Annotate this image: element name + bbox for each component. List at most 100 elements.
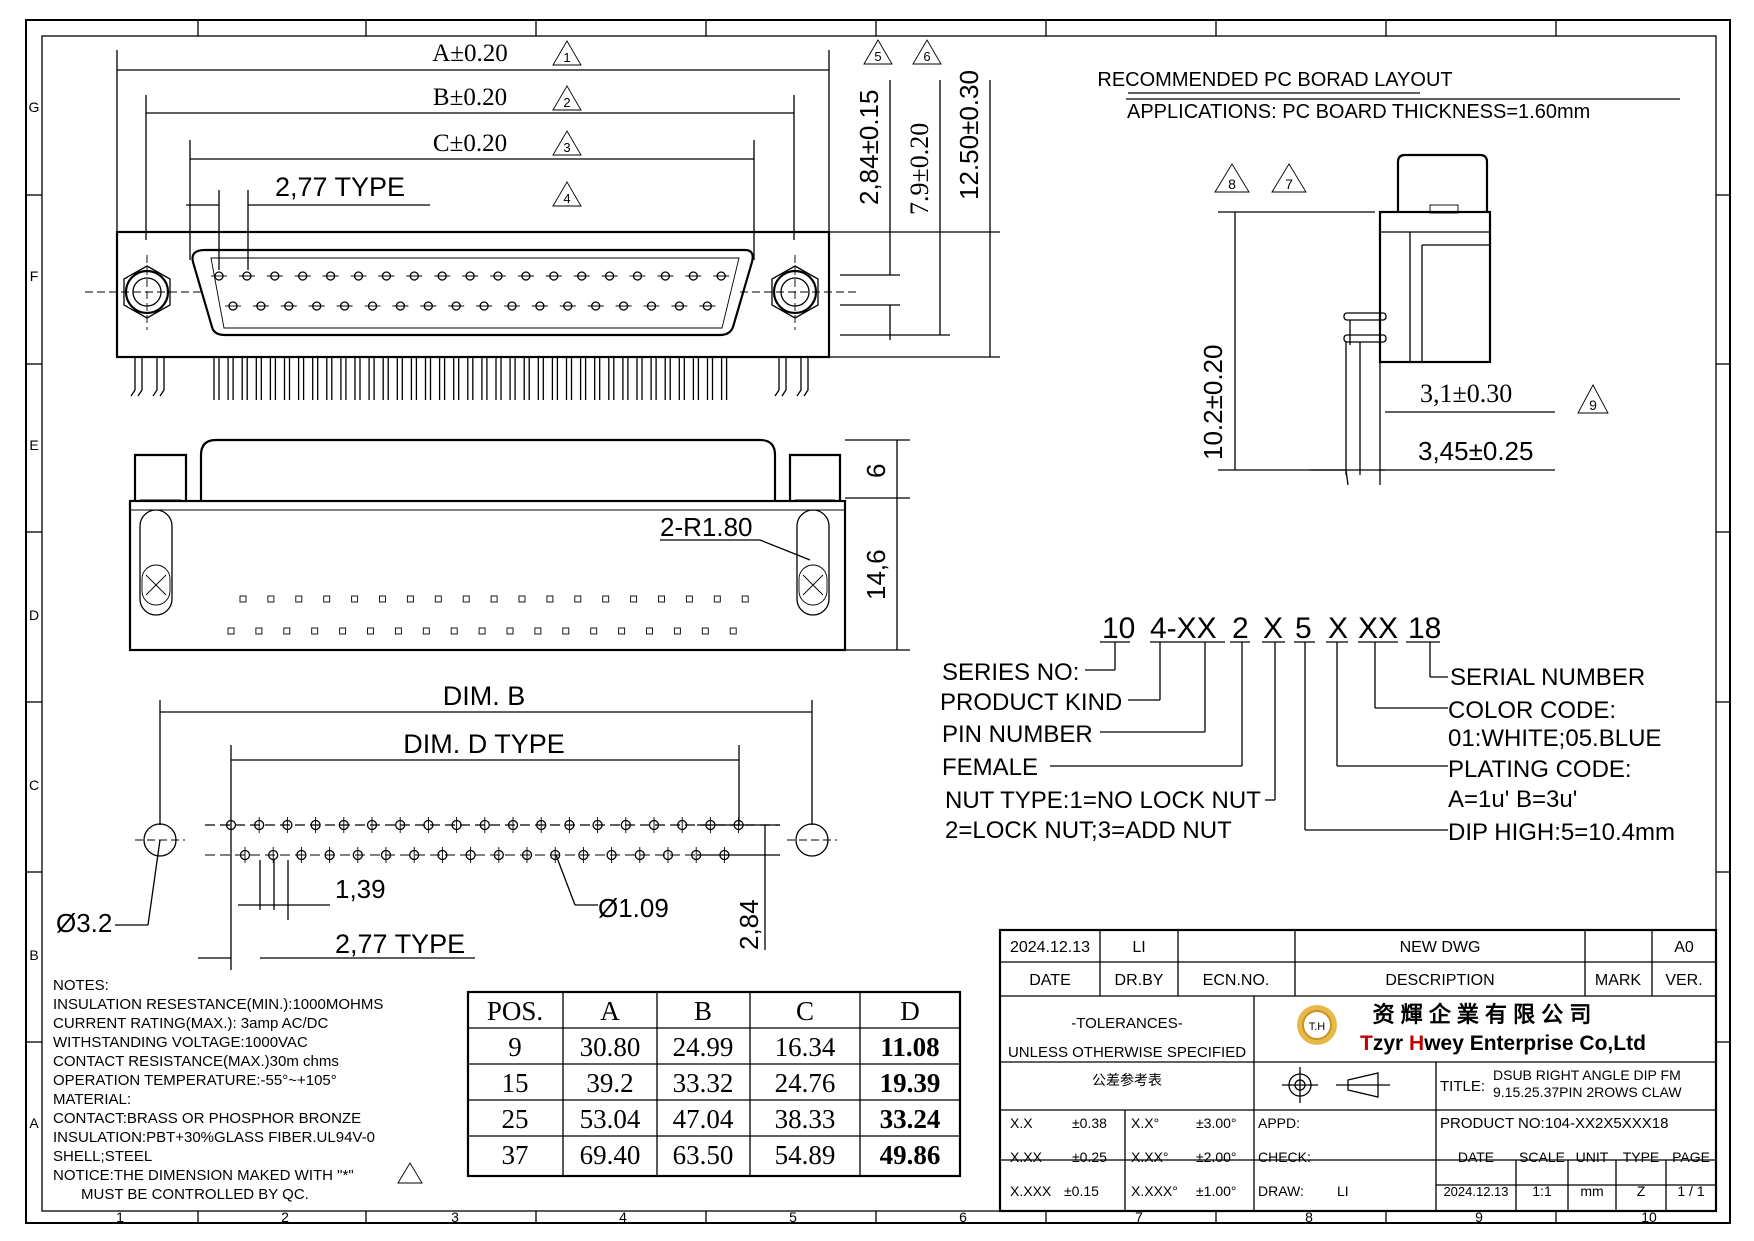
table-cell: 19.39: [880, 1068, 941, 1098]
sheet-frame: 1 2 3 4 5 6 7 8 9 10 G F E D C B A: [25, 19, 1731, 1225]
note-line: INSULATION:PBT+30%GLASS FIBER.UL94V-0: [53, 1129, 375, 1146]
top-hole: [450, 627, 458, 635]
top-hole: [434, 595, 442, 603]
tol-value: ±3.00°: [1196, 1115, 1237, 1131]
table-cell: 47.04: [673, 1104, 734, 1134]
hole-layout-view: DIM. B DIM. D TYPE Ø3.2 Ø1.09 1,39 2,77 …: [56, 681, 837, 970]
note-line: CONTACT:BRASS OR PHOSPHOR BRONZE: [53, 1110, 361, 1127]
footer-header-type: TYPE: [1623, 1149, 1660, 1165]
code-seg-plating: X: [1328, 612, 1348, 645]
height-dim-2: 7.9±0.20: [905, 123, 934, 215]
top-hole: [311, 627, 319, 635]
tol-value: ±1.00°: [1196, 1183, 1237, 1199]
product-no-label: PRODUCT NO:: [1440, 1115, 1545, 1132]
top-hole: [283, 627, 291, 635]
top-hole: [406, 595, 414, 603]
front-view: A±0.20 B±0.20 C±0.20 2,77 TYPE 1 2 3 4 5…: [85, 39, 1000, 400]
title-label: TITLE:: [1440, 1078, 1485, 1095]
pin-hole-dia: Ø1.09: [598, 893, 669, 923]
grid-col-10: 10: [1641, 1209, 1657, 1225]
legend-plating-1: PLATING CODE:: [1448, 756, 1632, 783]
rev-version: A0: [1674, 939, 1694, 956]
logo-text: T.H: [1309, 1021, 1326, 1033]
table-header: POS.: [487, 996, 543, 1026]
pin-offset-1: 3,1±0.30: [1420, 379, 1512, 408]
grid-col-9: 9: [1475, 1209, 1483, 1225]
table-cell: 69.40: [580, 1140, 641, 1170]
legend-female: FEMALE: [942, 754, 1038, 781]
top-hole: [367, 627, 374, 635]
legend-nut-2: 2=LOCK NUT;3=ADD NUT: [945, 817, 1232, 844]
grid-row-d: D: [29, 607, 39, 623]
table-cell: 16.34: [775, 1032, 836, 1062]
footer-type: Z: [1637, 1183, 1646, 1199]
note-mark-9: 9: [1589, 397, 1597, 413]
top-hole: [295, 595, 303, 603]
top-hole: [562, 627, 570, 635]
front-leg-group: [130, 357, 809, 400]
header-date: DATE: [1029, 972, 1070, 989]
top-hole-group: [227, 595, 749, 635]
code-seg-kind: 4-XX: [1150, 612, 1217, 645]
company-name-en: Tzyr Hwey Enterprise Co,Ltd: [1360, 1032, 1646, 1055]
table-cell: 33.32: [673, 1068, 734, 1098]
title-block: 2024.12.13 LI NEW DWG A0 DATE DR.BY ECN.…: [998, 928, 1718, 1213]
front-pin-group: [211, 271, 730, 311]
table-header: C: [796, 996, 814, 1026]
top-hole: [741, 595, 749, 603]
top-hole: [267, 595, 275, 603]
table-cell: 49.86: [880, 1140, 941, 1170]
top-hole: [630, 595, 638, 603]
dim-c: C±0.20: [433, 130, 507, 157]
legend-color-1: COLOR CODE:: [1448, 697, 1616, 724]
code-seg-female: 2: [1232, 612, 1249, 645]
top-hole: [422, 627, 430, 635]
legend-dip: DIP HIGH:5=10.4mm: [1448, 819, 1675, 846]
product-no: 104-XX2X5XXX18: [1545, 1115, 1668, 1132]
note-line: MUST BE CONTROLLED BY QC.: [81, 1186, 309, 1203]
mount-hole-dia: Ø3.2: [56, 908, 112, 938]
header-ver: VER.: [1665, 972, 1702, 989]
pin-offset-2: 3,45±0.25: [1418, 436, 1533, 466]
code-seg-series: 10: [1102, 612, 1135, 645]
grid-col-8: 8: [1305, 1209, 1313, 1225]
code-seg-nut: X: [1263, 612, 1283, 645]
table-header: B: [694, 996, 712, 1026]
grid-row-e: E: [29, 437, 38, 453]
top-height-6: 6: [861, 464, 891, 478]
pcb-thickness-note: APPLICATIONS: PC BOARD THICKNESS=1.60mm: [1127, 101, 1590, 123]
layout-hole-group: [205, 817, 780, 863]
table-cell: 33.24: [880, 1104, 941, 1134]
note-mark-6: 6: [923, 49, 930, 64]
header-mark: MARK: [1595, 972, 1642, 989]
tolerance-subtitle: UNLESS OTHERWISE SPECIFIED: [1008, 1044, 1246, 1061]
checked-by: CHECK:: [1258, 1149, 1311, 1165]
note-line: MATERIAL:: [53, 1091, 131, 1108]
grid-col-3: 3: [451, 1209, 459, 1225]
legend-plating-2: A=1u' B=3u': [1448, 786, 1577, 813]
note-line: NOTICE:THE DIMENSION MAKED WITH "*": [53, 1167, 354, 1184]
top-hole: [239, 595, 247, 603]
grid-row-f: F: [30, 268, 39, 284]
notes-block: NOTES: INSULATION RESESTANCE(MIN.):1000M…: [53, 977, 383, 1203]
top-hole: [351, 595, 359, 603]
grid-row-c: C: [29, 777, 39, 793]
grid-col-2: 2: [281, 1209, 289, 1225]
side-view: RECOMMENDED PC BORAD LAYOUT APPLICATIONS…: [1097, 69, 1680, 486]
code-seg-color: XX: [1358, 612, 1398, 645]
header-ecn: ECN.NO.: [1203, 972, 1270, 989]
part-code: 10 4-XX 2 X 5 X XX 18 SERIES NO:: [940, 612, 1675, 846]
code-seg-serial: 18: [1408, 612, 1441, 645]
approved-by: APPD:: [1258, 1115, 1300, 1131]
top-hole: [546, 595, 554, 603]
tol-value: ±0.38: [1072, 1115, 1107, 1131]
grid-row-a: A: [29, 1115, 39, 1131]
header-drby: DR.BY: [1115, 972, 1164, 989]
height-dim-3: 12.50±0.30: [954, 70, 984, 200]
note-mark-1: 1: [563, 50, 570, 65]
top-hole: [490, 595, 498, 603]
legend-pins: PIN NUMBER: [942, 721, 1093, 748]
top-hole: [339, 627, 347, 635]
top-hole: [518, 595, 526, 603]
